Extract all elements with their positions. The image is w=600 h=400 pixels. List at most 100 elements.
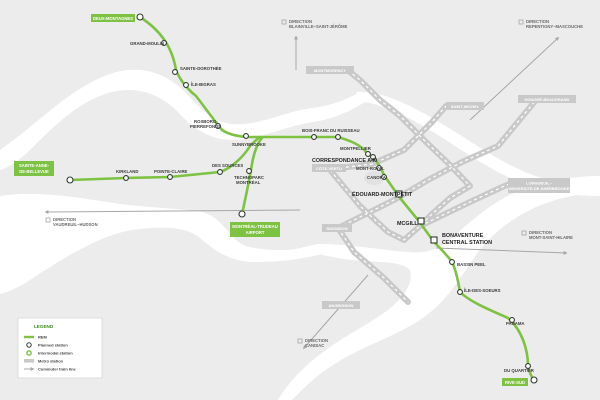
- label-correspondance-a40: CORRESPONDANCE A40: [312, 158, 377, 164]
- station-marker-ile-des-soeurs: [457, 289, 463, 295]
- legend-title: LEGEND: [34, 324, 54, 329]
- direction-blainville-2: BLAINVILLE–SAINT-JÉRÔME: [289, 24, 348, 29]
- metro-network-dashes: [329, 71, 537, 303]
- arrow-repentigny: [469, 36, 560, 121]
- label-roxboro-1: ROXBORO-: [194, 119, 218, 124]
- metro-station-saint-michel: SAINT-MICHEL: [451, 104, 480, 109]
- direction-icon-candiac: [297, 338, 303, 344]
- terminal-airport-1: MONTRÉAL-TRUDEAU: [232, 224, 278, 229]
- station-marker-mcgill: [417, 217, 425, 225]
- label-mont-royal: MONT-ROYAL: [356, 166, 385, 171]
- metro-station-longueuil-2: UNIVERSITÉ-DE-SHERBROOKE: [509, 186, 570, 191]
- station-marker-des-sources: [217, 169, 223, 175]
- metro-terminal-labels: MONTMORENCY SAINT-MICHEL HONORÉ-BEAUGRAN…: [306, 66, 576, 309]
- station-marker-sainte-anne: [66, 176, 74, 184]
- metro-box-montmorency: [306, 66, 354, 74]
- arrow-vaudreuil: [44, 209, 301, 214]
- station-marker-kirkland: [123, 175, 129, 181]
- direction-icon-blainville: [281, 19, 287, 25]
- label-technoparc-1: TECHNOPARC: [234, 175, 264, 180]
- legend-label-planned: Planned station: [38, 343, 68, 348]
- label-roxboro-2: PIERREFONDS: [190, 124, 221, 129]
- station-marker-correspondance-a40: [370, 154, 376, 160]
- label-panama: PANAMA: [506, 321, 525, 326]
- label-ile-des-soeurs: ÎLE-DES-SOEURS: [463, 288, 501, 293]
- label-bois-franc: BOIS-FRANC: [302, 128, 329, 133]
- mount-royal: [364, 171, 384, 185]
- metro-box-cote-vertu: [312, 164, 346, 172]
- metro-box-snowdon: [322, 224, 352, 232]
- metro-box-honore-beaugrand: [518, 95, 576, 103]
- label-pointe-claire: POINTE-CLAIRE: [154, 169, 188, 174]
- terminal-sainte-anne-1: SAINTE-ANNE-: [19, 163, 50, 168]
- station-marker-deux-montagnes: [136, 13, 144, 21]
- terminal-box-deux-montagnes: [91, 14, 135, 22]
- commuter-train-lines: [44, 35, 568, 350]
- station-marker-panama: [509, 317, 515, 323]
- metro-box-saint-michel: [446, 102, 484, 110]
- metro-box-angrignon: [322, 301, 360, 309]
- label-technoparc-2: MONTRÉAL: [236, 180, 261, 185]
- legend-label-commuter: Commuter train line: [38, 367, 77, 372]
- saint-lawrence-river: [278, 176, 600, 400]
- station-marker-pointe-claire: [167, 174, 173, 180]
- label-montpellier: MONTPELLIER: [340, 146, 372, 151]
- station-marker-montpellier: [365, 151, 371, 157]
- label-bassin-peel: BASSIN PEEL: [457, 262, 486, 267]
- direction-blainville-1: DIRECTION: [289, 19, 312, 24]
- direction-mont-saint-hilaire-1: DIRECTION: [529, 230, 552, 235]
- planned-station-icon: [26, 342, 32, 348]
- metro-orange-dashes: [329, 71, 471, 241]
- legend: LEGEND REM Planned station Intermodal st…: [17, 317, 103, 379]
- station-marker-technoparc: [246, 168, 252, 174]
- metro-station-honore-beaugrand: HONORÉ-BEAUGRAND: [525, 97, 570, 102]
- label-grand-moulin: GRAND-MOULIN: [130, 41, 164, 46]
- station-marker-edouard-montpetit: [395, 190, 403, 198]
- terminal-rive-sud: RIVE-SUD: [505, 380, 525, 385]
- station-marker-ile-bigras: [183, 82, 189, 88]
- station-marker-rive-sud: [530, 376, 538, 384]
- riviere-des-prairies: [356, 91, 600, 196]
- metro-yellow-dashes: [419, 181, 515, 227]
- station-marker-airport: [238, 210, 246, 218]
- metro-southwest-dashes: [337, 227, 409, 303]
- metro-station-montmorency: MONTMORENCY: [314, 68, 347, 73]
- terminal-box-sainte-anne: [14, 161, 54, 176]
- station-marker-bassin-peel: [449, 259, 455, 265]
- direction-repentigny-2: REPENTIGNY–MASCOUCHE: [526, 24, 583, 29]
- legend-label-intermodal: Intermodal station: [38, 351, 73, 356]
- station-marker-du-ruisseau: [335, 134, 341, 140]
- label-canora: CANORA: [367, 175, 386, 180]
- terminal-box-airport: [230, 222, 280, 237]
- rem-stations: [66, 13, 538, 384]
- station-marker-roxboro: [215, 123, 221, 129]
- station-marker-bois-franc: [311, 134, 317, 140]
- terminal-airport-2: AIRPORT: [246, 230, 265, 235]
- label-mcgill: MCGILL: [397, 221, 418, 227]
- metro-green-dashes: [337, 99, 537, 229]
- direction-labels: DIRECTION BLAINVILLE–SAINT-JÉRÔME DIRECT…: [45, 19, 583, 348]
- direction-vaudreuil-1: DIRECTION: [53, 217, 76, 222]
- metro-station-angrignon: ANGRIGNON: [329, 303, 354, 308]
- metro-blue-dashes: [339, 105, 447, 169]
- legend-label-rem: REM: [38, 335, 48, 340]
- direction-icon-repentigny: [518, 19, 524, 25]
- direction-vaudreuil-2: VAUDREUIL–HUDSON: [53, 222, 98, 227]
- label-kirkland: KIRKLAND: [116, 169, 138, 174]
- direction-repentigny-1: DIRECTION: [526, 19, 549, 24]
- rem-airport-branch: [240, 136, 264, 216]
- station-marker-sunnybrooke: [243, 133, 249, 139]
- rem-station-labels: GRAND-MOULIN SAINTE-DOROTHÉE ÎLE-BIGRAS …: [116, 41, 535, 373]
- metro-station-cote-vertu: CÔTE-VERTU: [316, 166, 342, 171]
- arrow-candiac: [302, 274, 369, 350]
- station-marker-grand-moulin: [161, 40, 167, 46]
- lake-of-two-mountains: [0, 69, 368, 170]
- legend-label-metro: Metro station: [38, 359, 64, 364]
- metro-station-snowdon: SNOWDON: [326, 226, 347, 231]
- station-marker-canora: [381, 174, 387, 180]
- direction-candiac-2: CANDIAC: [305, 343, 324, 348]
- terminal-sainte-anne-2: DE-BELLEVUE: [19, 169, 49, 174]
- direction-candiac-1: DIRECTION: [305, 338, 328, 343]
- label-ile-bigras: ÎLE-BIGRAS: [190, 82, 216, 87]
